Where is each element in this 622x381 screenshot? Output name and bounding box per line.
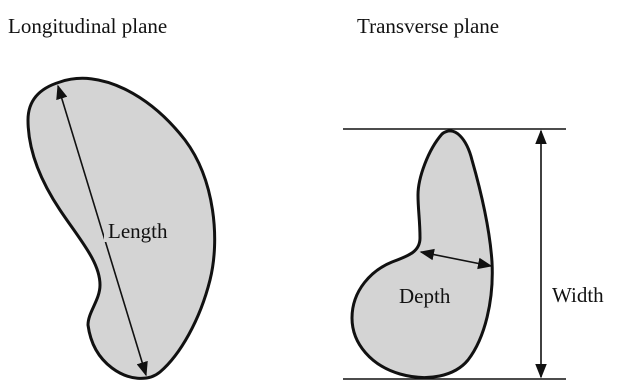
width-label: Width <box>552 283 604 307</box>
depth-arrow <box>419 248 493 270</box>
depth-label: Depth <box>399 284 451 308</box>
title-longitudinal-plane: Longitudinal plane <box>8 14 167 38</box>
length-arrow <box>56 84 148 377</box>
length-label-backdrop <box>104 214 190 242</box>
title-transverse-plane: Transverse plane <box>357 14 499 38</box>
length-label: Length <box>108 219 168 243</box>
transverse-kidney-shape <box>350 129 494 379</box>
